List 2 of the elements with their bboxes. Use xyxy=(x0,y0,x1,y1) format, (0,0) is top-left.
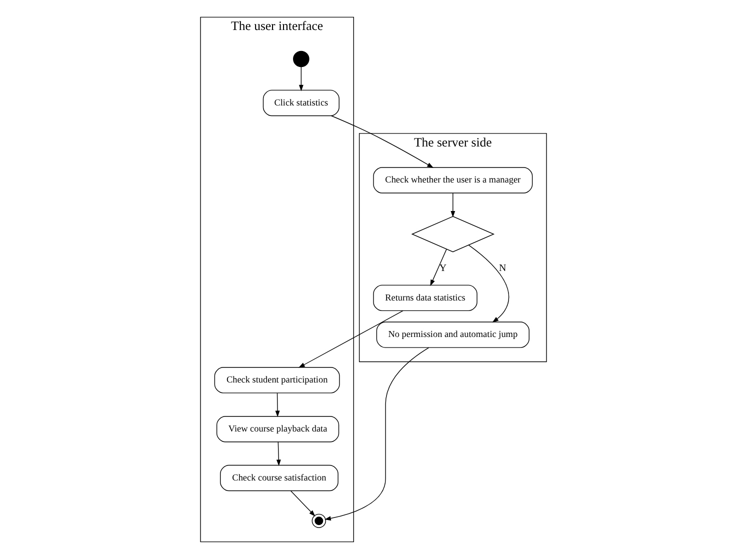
edge-label: N xyxy=(498,263,506,274)
edge-label: Y xyxy=(438,263,446,274)
